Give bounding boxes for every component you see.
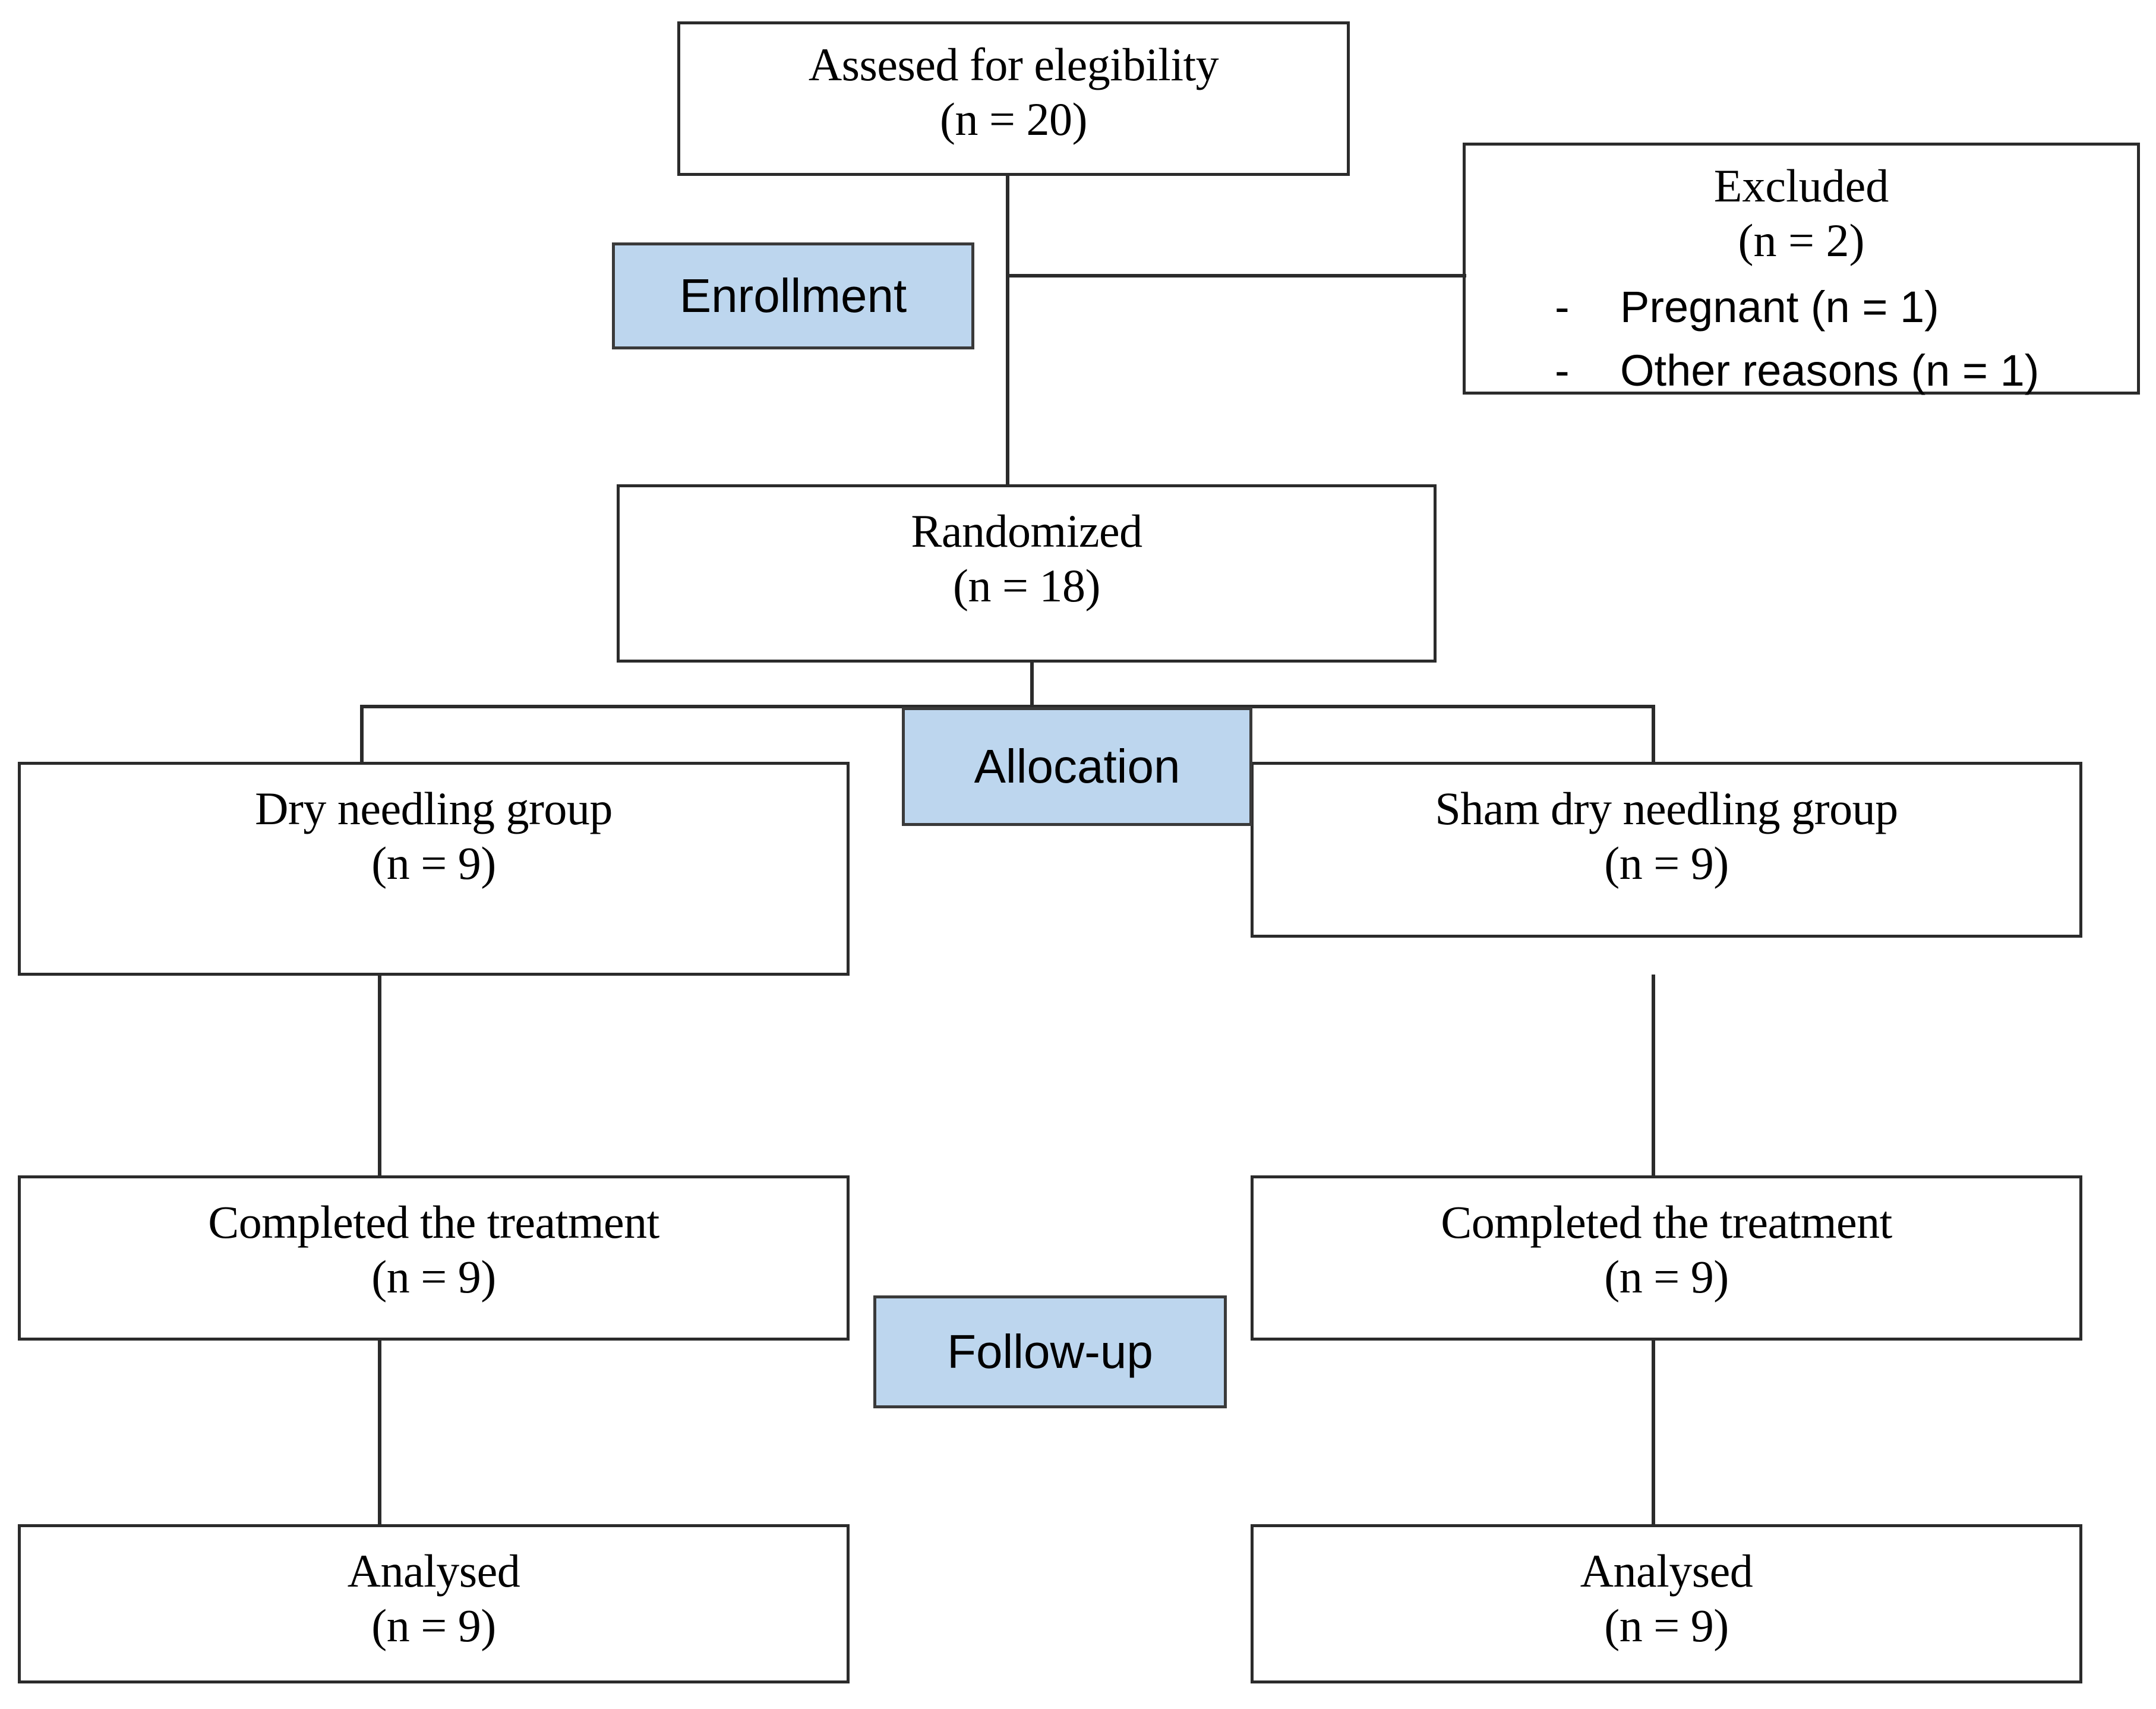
excluded-reason-dash: - bbox=[1555, 282, 1570, 332]
excluded-reasons-list: - Pregnant (n = 1) - Other reasons (n = … bbox=[1466, 281, 2137, 409]
node-assessed-for-eligibility: Assesed for elegibility (n = 20) bbox=[677, 21, 1350, 176]
stage-label-followup: Follow-up bbox=[873, 1295, 1227, 1408]
excluded-count: (n = 2) bbox=[1738, 215, 1865, 267]
completed-right-count: (n = 9) bbox=[1604, 1251, 1729, 1303]
dry-needling-group-title: Dry needling group bbox=[255, 783, 613, 834]
assessed-count: (n = 20) bbox=[940, 93, 1087, 146]
randomized-count: (n = 18) bbox=[953, 560, 1100, 612]
completed-left-count: (n = 9) bbox=[371, 1251, 496, 1303]
excluded-title: Excluded bbox=[1713, 160, 1889, 212]
excluded-reason-item: - Pregnant (n = 1) bbox=[1555, 281, 1939, 333]
excluded-reason-text: Other reasons (n = 1) bbox=[1620, 346, 2040, 396]
connector-randomized-down bbox=[1030, 661, 1034, 707]
stage-label-enrollment: Enrollment bbox=[612, 242, 974, 349]
connector-right-completed-to-analysed bbox=[1652, 1340, 1655, 1527]
stage-label-allocation: Allocation bbox=[902, 707, 1252, 826]
stage-allocation-text: Allocation bbox=[974, 740, 1180, 793]
connector-left-group-to-completed bbox=[378, 975, 381, 1177]
excluded-reason-dash: - bbox=[1555, 346, 1570, 396]
node-excluded: Excluded (n = 2) - Pregnant (n = 1) - Ot… bbox=[1463, 143, 2140, 395]
connector-left-completed-to-analysed bbox=[378, 1340, 381, 1527]
node-dry-needling-group: Dry needling group (n = 9) bbox=[18, 762, 850, 976]
analysed-right-title: Analysed bbox=[1580, 1545, 1753, 1597]
analysed-right-count: (n = 9) bbox=[1604, 1600, 1729, 1652]
node-sham-dry-needling-group: Sham dry needling group (n = 9) bbox=[1251, 762, 2082, 938]
node-analysed-right: Analysed (n = 9) bbox=[1251, 1524, 2082, 1683]
assessed-title: Assesed for elegibility bbox=[808, 39, 1219, 90]
analysed-left-title: Analysed bbox=[347, 1545, 520, 1597]
excluded-reason-item: - Other reasons (n = 1) bbox=[1555, 345, 2039, 396]
connector-allocation-right-drop bbox=[1652, 705, 1655, 764]
sham-group-count: (n = 9) bbox=[1604, 837, 1729, 890]
connector-allocation-splitter bbox=[360, 705, 1655, 708]
connector-trunk-to-excluded bbox=[1006, 274, 1466, 278]
randomized-title: Randomized bbox=[911, 505, 1142, 557]
node-randomized: Randomized (n = 18) bbox=[617, 484, 1437, 663]
stage-followup-text: Follow-up bbox=[947, 1325, 1153, 1378]
completed-left-title: Completed the treatment bbox=[208, 1196, 659, 1248]
stage-enrollment-text: Enrollment bbox=[679, 269, 907, 322]
dry-needling-group-count: (n = 9) bbox=[371, 837, 496, 890]
connector-allocation-left-drop bbox=[360, 705, 364, 764]
connector-right-group-to-completed bbox=[1652, 975, 1655, 1177]
analysed-left-count: (n = 9) bbox=[371, 1600, 496, 1652]
connector-assessed-to-randomized bbox=[1006, 174, 1009, 487]
node-analysed-left: Analysed (n = 9) bbox=[18, 1524, 850, 1683]
excluded-reason-text: Pregnant (n = 1) bbox=[1620, 282, 1939, 332]
sham-group-title: Sham dry needling group bbox=[1435, 783, 1898, 834]
node-completed-treatment-right: Completed the treatment (n = 9) bbox=[1251, 1175, 2082, 1341]
node-completed-treatment-left: Completed the treatment (n = 9) bbox=[18, 1175, 850, 1341]
completed-right-title: Completed the treatment bbox=[1441, 1196, 1892, 1248]
